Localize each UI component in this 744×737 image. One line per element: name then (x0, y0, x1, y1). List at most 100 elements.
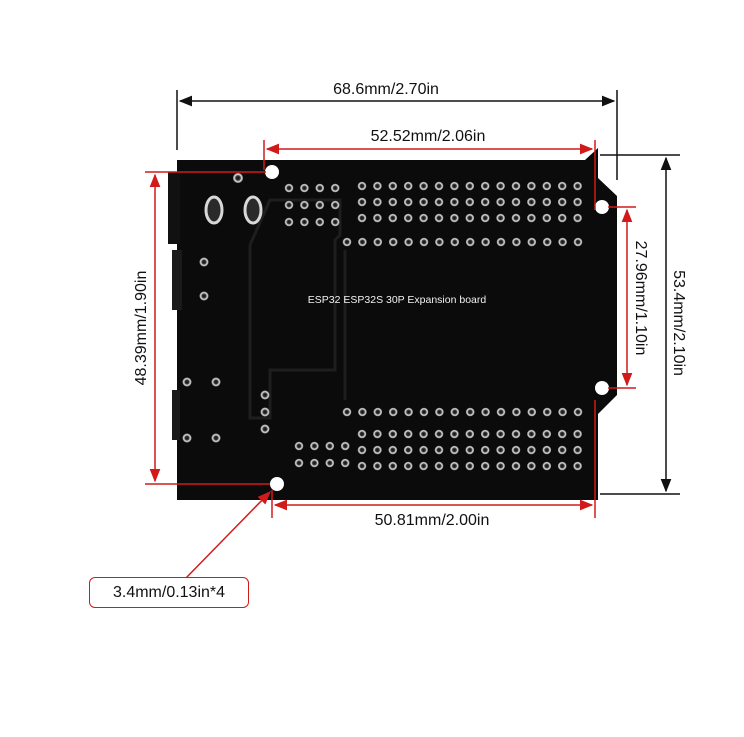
pin-hole (450, 429, 459, 439)
pin-hole (496, 181, 505, 191)
header-pin-holes (284, 181, 583, 471)
pin-hole (357, 429, 367, 439)
pin-hole (388, 429, 398, 439)
pin-hole (542, 461, 552, 471)
pin-hole (511, 445, 521, 455)
pin-hole (342, 237, 352, 247)
pin-hole (310, 441, 319, 451)
pin-hole (557, 213, 567, 223)
pin-hole (527, 445, 536, 455)
pin-hole (330, 183, 340, 193)
pin-hole (542, 445, 552, 455)
pin-hole (465, 197, 475, 207)
pin-hole (496, 213, 505, 223)
board-components (182, 173, 270, 443)
pin-hole (419, 407, 429, 417)
pin-hole (388, 197, 398, 207)
pin-hole (496, 237, 506, 247)
right-hole-spacing-label: 27.96mm/1.10in (632, 241, 649, 356)
pin-hole (465, 181, 475, 191)
pin-hole (527, 429, 536, 439)
usb-connector (172, 250, 182, 310)
pcb-board (168, 148, 617, 500)
pin-hole (357, 213, 367, 223)
pin-hole (434, 461, 444, 471)
pin-hole (342, 407, 352, 417)
dc-jack-connector (168, 172, 180, 244)
bottom-hole-spacing-label: 50.81mm/2.00in (375, 512, 490, 529)
pin-hole (340, 441, 350, 451)
pin-hole (404, 407, 413, 417)
pin-hole (573, 461, 582, 471)
pin-hole (388, 237, 398, 247)
pin-hole (404, 237, 413, 247)
pin-hole (315, 200, 325, 210)
pin-hole (284, 217, 294, 227)
overall-height-dimension: 53.4mm/2.10in (600, 154, 687, 495)
pin-hole (294, 441, 304, 451)
pin-hole (300, 183, 309, 193)
pin-hole (573, 181, 582, 191)
pin-hole (557, 197, 567, 207)
right-hole-spacing-dimension: 27.96mm/1.10in (608, 206, 649, 389)
pin-hole (465, 461, 475, 471)
pin-hole (527, 407, 537, 417)
pin-hole (403, 197, 413, 207)
pin-hole (388, 213, 398, 223)
pin-hole (434, 181, 444, 191)
pin-hole (542, 213, 552, 223)
pin-hole (357, 461, 367, 471)
switch-connector (172, 390, 180, 440)
pin-hole (388, 445, 398, 455)
capacitor-right (243, 195, 263, 225)
pin-hole (527, 197, 536, 207)
pin-hole (557, 445, 567, 455)
pin-hole (511, 429, 521, 439)
pin-hole (557, 461, 567, 471)
hole-diameter-callout: 3.4mm/0.13in*4 (89, 577, 249, 608)
pin-hole (373, 407, 383, 417)
pin-hole (496, 197, 505, 207)
pin-hole (434, 213, 444, 223)
mounting-holes (265, 165, 609, 491)
pin-hole (300, 217, 309, 227)
pin-hole (450, 197, 459, 207)
pin-hole (573, 197, 582, 207)
pin-hole (325, 458, 335, 468)
pin-hole (357, 445, 367, 455)
pin-hole (373, 213, 382, 223)
left-hole-spacing-label: 48.39mm/1.90in (133, 271, 150, 386)
pin-hole (573, 429, 582, 439)
pin-hole (573, 213, 582, 223)
hole-diameter-label: 3.4mm/0.13in*4 (112, 583, 226, 601)
pin-hole (450, 213, 459, 223)
pin-hole (542, 429, 552, 439)
overall-width-dimension: 68.6mm/2.70in (176, 81, 618, 180)
pin-hole (512, 237, 521, 247)
pin-hole (450, 237, 460, 247)
pin-hole (403, 181, 413, 191)
pin-hole (512, 407, 521, 417)
pin-hole (300, 200, 309, 210)
pin-hole (330, 217, 340, 227)
pin-hole (373, 197, 382, 207)
top-hole-spacing-dimension: 52.52mm/2.06in (263, 128, 596, 210)
pin-hole (496, 429, 505, 439)
pin-hole (419, 181, 428, 191)
hole-diameter-leader (185, 491, 271, 579)
pin-hole (434, 197, 444, 207)
pin-hole (480, 181, 490, 191)
pin-hole (542, 197, 552, 207)
pin-hole (419, 237, 429, 247)
left-hole-spacing-dimension: 48.39mm/1.90in (133, 171, 270, 485)
pin-hole (450, 461, 459, 471)
pin-hole (480, 197, 490, 207)
pin-hole (496, 445, 505, 455)
pin-hole (373, 461, 382, 471)
pin-hole (388, 181, 398, 191)
pin-hole (481, 237, 490, 247)
overall-width-label: 68.6mm/2.70in (333, 81, 439, 98)
pin-hole (373, 429, 382, 439)
